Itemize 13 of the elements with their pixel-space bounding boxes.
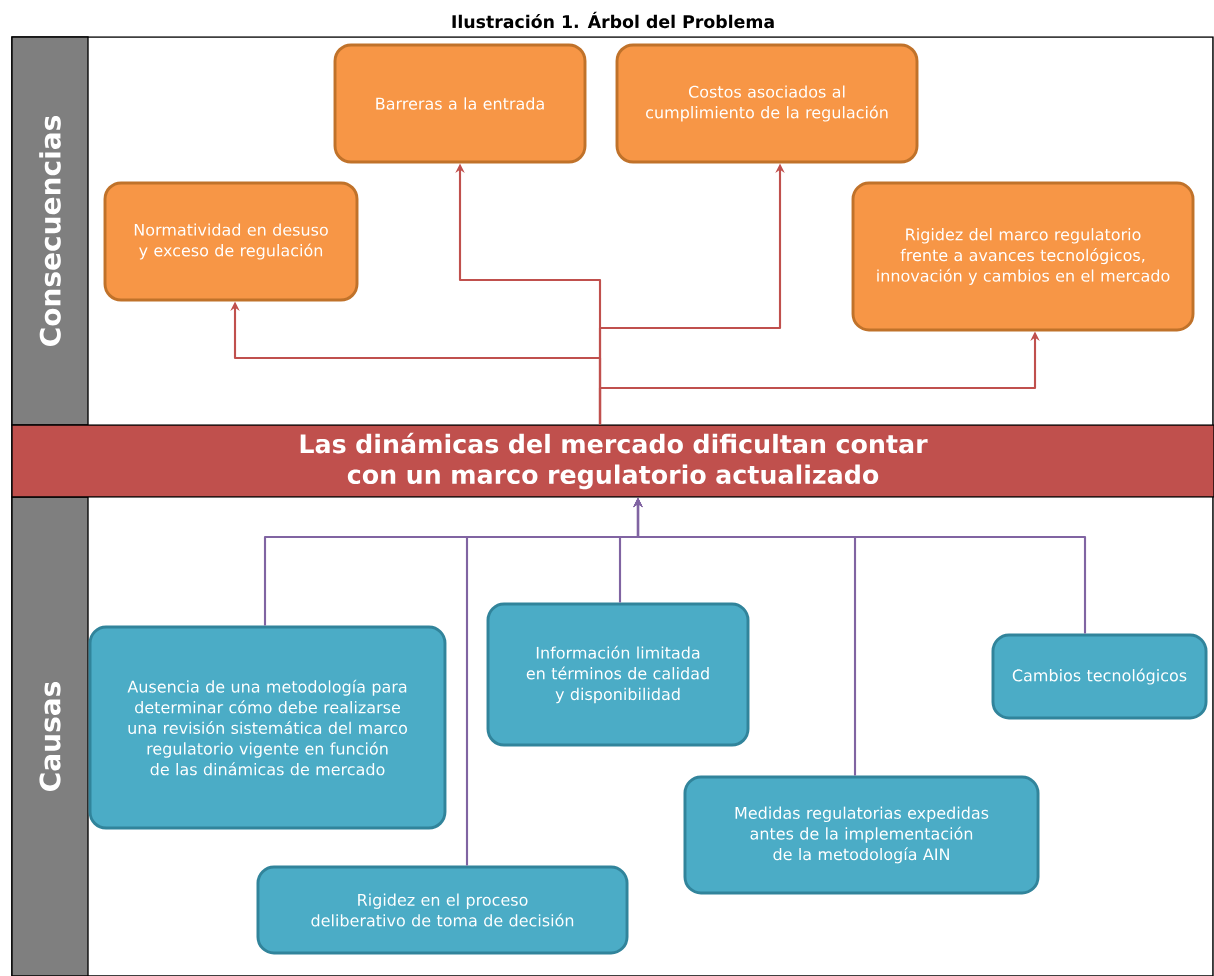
consequence-box: Normatividad en desuso y exceso de regulación bbox=[103, 181, 359, 302]
cause-box: Medidas regulatorias expedidas antes de la implementación de la metodología AIN bbox=[683, 775, 1040, 895]
consequence-box: Barreras a la entrada bbox=[333, 43, 587, 164]
cause-box: Información limitada en términos de calidad y disponibilidad bbox=[486, 602, 750, 747]
section-band: Consecuencias bbox=[11, 36, 89, 426]
section-band: Causas bbox=[11, 496, 89, 976]
cause-box: Ausencia de una metodología para determinar cómo debe realizarse una revisión sistemática del marco regulatorio vigente en función de las dinámicas de mercado bbox=[88, 625, 447, 830]
cause-box: Cambios tecnológicos bbox=[991, 633, 1208, 720]
consequence-box: Costos asociados al cumplimiento de la regulación bbox=[615, 43, 919, 164]
cause-box: Rigidez en el proceso deliberativo de toma de decisión bbox=[256, 865, 629, 955]
consequence-box: Rigidez del marco regulatorio frente a avances tecnológicos, innovación y cambios en el mercado bbox=[851, 181, 1195, 332]
problem-band: Las dinámicas del mercado dificultan contar con un marco regulatorio actualizado bbox=[11, 424, 1214, 498]
title: Ilustración 1. Árbol del Problema bbox=[452, 11, 774, 29]
